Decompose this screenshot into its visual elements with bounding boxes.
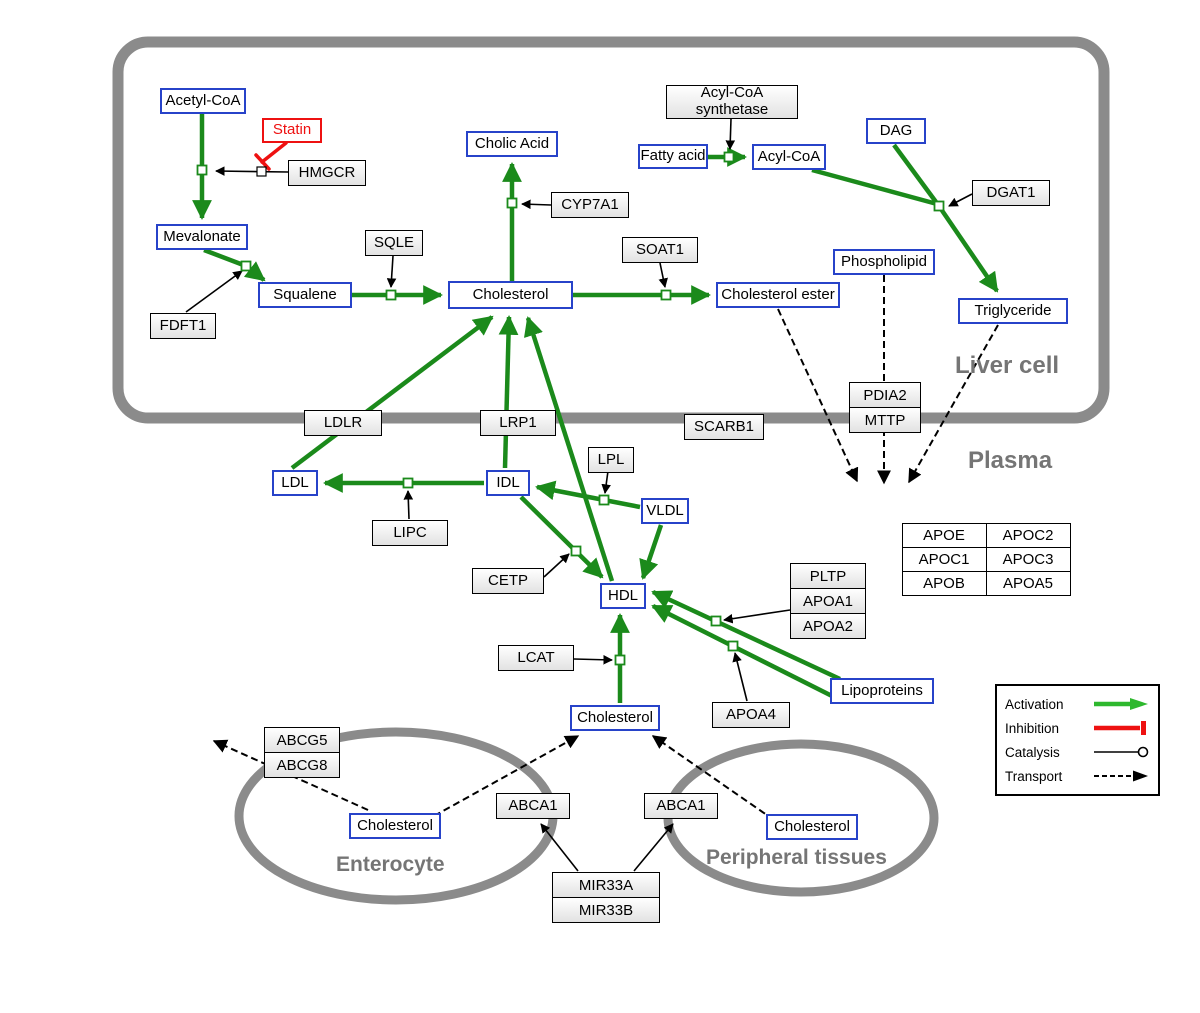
node-dag[interactable]: DAG [866, 118, 926, 144]
node-cholesterol-ester[interactable]: Cholesterol ester [716, 282, 840, 308]
node-cholesterol-enterocyte[interactable]: Cholesterol [349, 813, 441, 839]
plasma-label: Plasma [968, 447, 1053, 474]
node-mir33b[interactable]: MIR33B [552, 897, 660, 923]
node-mttp[interactable]: MTTP [849, 407, 921, 433]
mir33-stack: MIR33A MIR33B [552, 872, 660, 923]
node-lpl[interactable]: LPL [588, 447, 634, 473]
node-apoa4[interactable]: APOA4 [712, 702, 790, 728]
node-apoc2[interactable]: APOC2 [985, 522, 1071, 548]
node-abcg8[interactable]: ABCG8 [264, 752, 340, 778]
legend-row-activation: Activation [1005, 692, 1150, 716]
apolipoprotein-table: APOE APOC2 APOC1 APOC3 APOB APOA5 [901, 522, 1071, 596]
node-acyl-coa-synthetase[interactable]: Acyl-CoA synthetase [666, 84, 798, 119]
legend-row-inhibition: Inhibition [1005, 716, 1150, 740]
node-dgat1[interactable]: DGAT1 [972, 180, 1050, 206]
legend-catalysis-label: Catalysis [1005, 744, 1060, 760]
node-abca1-peripheral[interactable]: ABCA1 [644, 793, 718, 819]
node-mir33a[interactable]: MIR33A [552, 872, 660, 898]
node-sqle[interactable]: SQLE [365, 230, 423, 256]
node-apob[interactable]: APOB [901, 570, 987, 596]
legend-row-catalysis: Catalysis [1005, 740, 1150, 764]
enterocyte-label: Enterocyte [336, 853, 445, 876]
legend-row-transport: Transport [1005, 764, 1150, 788]
node-squalene[interactable]: Squalene [258, 282, 352, 308]
node-apoa1[interactable]: APOA1 [790, 588, 866, 614]
node-phospholipid[interactable]: Phospholipid [833, 249, 935, 275]
legend-activation-label: Activation [1005, 696, 1064, 712]
legend-transport-label: Transport [1005, 768, 1063, 784]
node-apoe[interactable]: APOE [901, 522, 987, 548]
catalysis-edges [185, 118, 973, 872]
node-lrp1[interactable]: LRP1 [480, 410, 556, 436]
node-apoa2[interactable]: APOA2 [790, 613, 866, 639]
node-apoa5[interactable]: APOA5 [985, 570, 1071, 596]
node-pltp[interactable]: PLTP [790, 563, 866, 589]
node-cetp[interactable]: CETP [472, 568, 544, 594]
transport-edges [212, 275, 999, 821]
node-ldl[interactable]: LDL [272, 470, 318, 496]
node-ldlr[interactable]: LDLR [304, 410, 382, 436]
node-lipoproteins[interactable]: Lipoproteins [830, 678, 934, 704]
node-apoc3[interactable]: APOC3 [985, 546, 1071, 572]
node-acyl-coa[interactable]: Acyl-CoA [752, 144, 826, 170]
node-abca1-enterocyte[interactable]: ABCA1 [496, 793, 570, 819]
node-pdia2[interactable]: PDIA2 [849, 382, 921, 408]
catalysis-circle-icon [1094, 746, 1149, 758]
legend-inhibition-label: Inhibition [1005, 720, 1060, 736]
activation-arrow-icon [1094, 698, 1148, 710]
node-apoc1[interactable]: APOC1 [901, 546, 987, 572]
node-statin[interactable]: Statin [262, 118, 322, 143]
node-fdft1[interactable]: FDFT1 [150, 313, 216, 339]
pdia2-mttp-stack: PDIA2 MTTP [849, 382, 921, 433]
peripheral-tissues-label: Peripheral tissues [706, 846, 887, 869]
node-scarb1[interactable]: SCARB1 [684, 414, 764, 440]
node-cholic-acid[interactable]: Cholic Acid [466, 131, 558, 157]
node-mevalonate[interactable]: Mevalonate [156, 224, 248, 250]
node-cholesterol-peripheral[interactable]: Cholesterol [766, 814, 858, 840]
node-lcat[interactable]: LCAT [498, 645, 574, 671]
transport-dashed-arrow-icon [1094, 770, 1148, 782]
node-lipc[interactable]: LIPC [372, 520, 448, 546]
node-hdl[interactable]: HDL [600, 583, 646, 609]
node-soat1[interactable]: SOAT1 [622, 237, 698, 263]
pltp-apoa1-apoa2-stack: PLTP APOA1 APOA2 [790, 563, 866, 639]
reaction-nodes [196, 151, 945, 666]
node-cholesterol-liver[interactable]: Cholesterol [448, 281, 573, 309]
node-idl[interactable]: IDL [486, 470, 530, 496]
node-triglyceride[interactable]: Triglyceride [958, 298, 1068, 324]
inhibition-tbar-icon [1094, 721, 1146, 735]
abcg5-abcg8-stack: ABCG5 ABCG8 [264, 727, 340, 778]
node-fatty-acid[interactable]: Fatty acid [638, 144, 708, 169]
node-cyp7a1[interactable]: CYP7A1 [551, 192, 629, 218]
node-hmgcr[interactable]: HMGCR [288, 160, 366, 186]
inhibition-edge-statin-hmgcr [254, 141, 288, 171]
liver-cell-label: Liver cell [955, 352, 1060, 379]
node-cholesterol-plasma[interactable]: Cholesterol [570, 705, 660, 731]
legend: Activation Inhibition Catalysis Transpor… [995, 684, 1160, 796]
node-abcg5[interactable]: ABCG5 [264, 727, 340, 753]
node-vldl[interactable]: VLDL [641, 498, 689, 524]
liver-cell-membrane [112, 36, 1110, 424]
catalysis-junction-square [256, 166, 267, 177]
node-acetyl-coa[interactable]: Acetyl-CoA [160, 88, 246, 114]
